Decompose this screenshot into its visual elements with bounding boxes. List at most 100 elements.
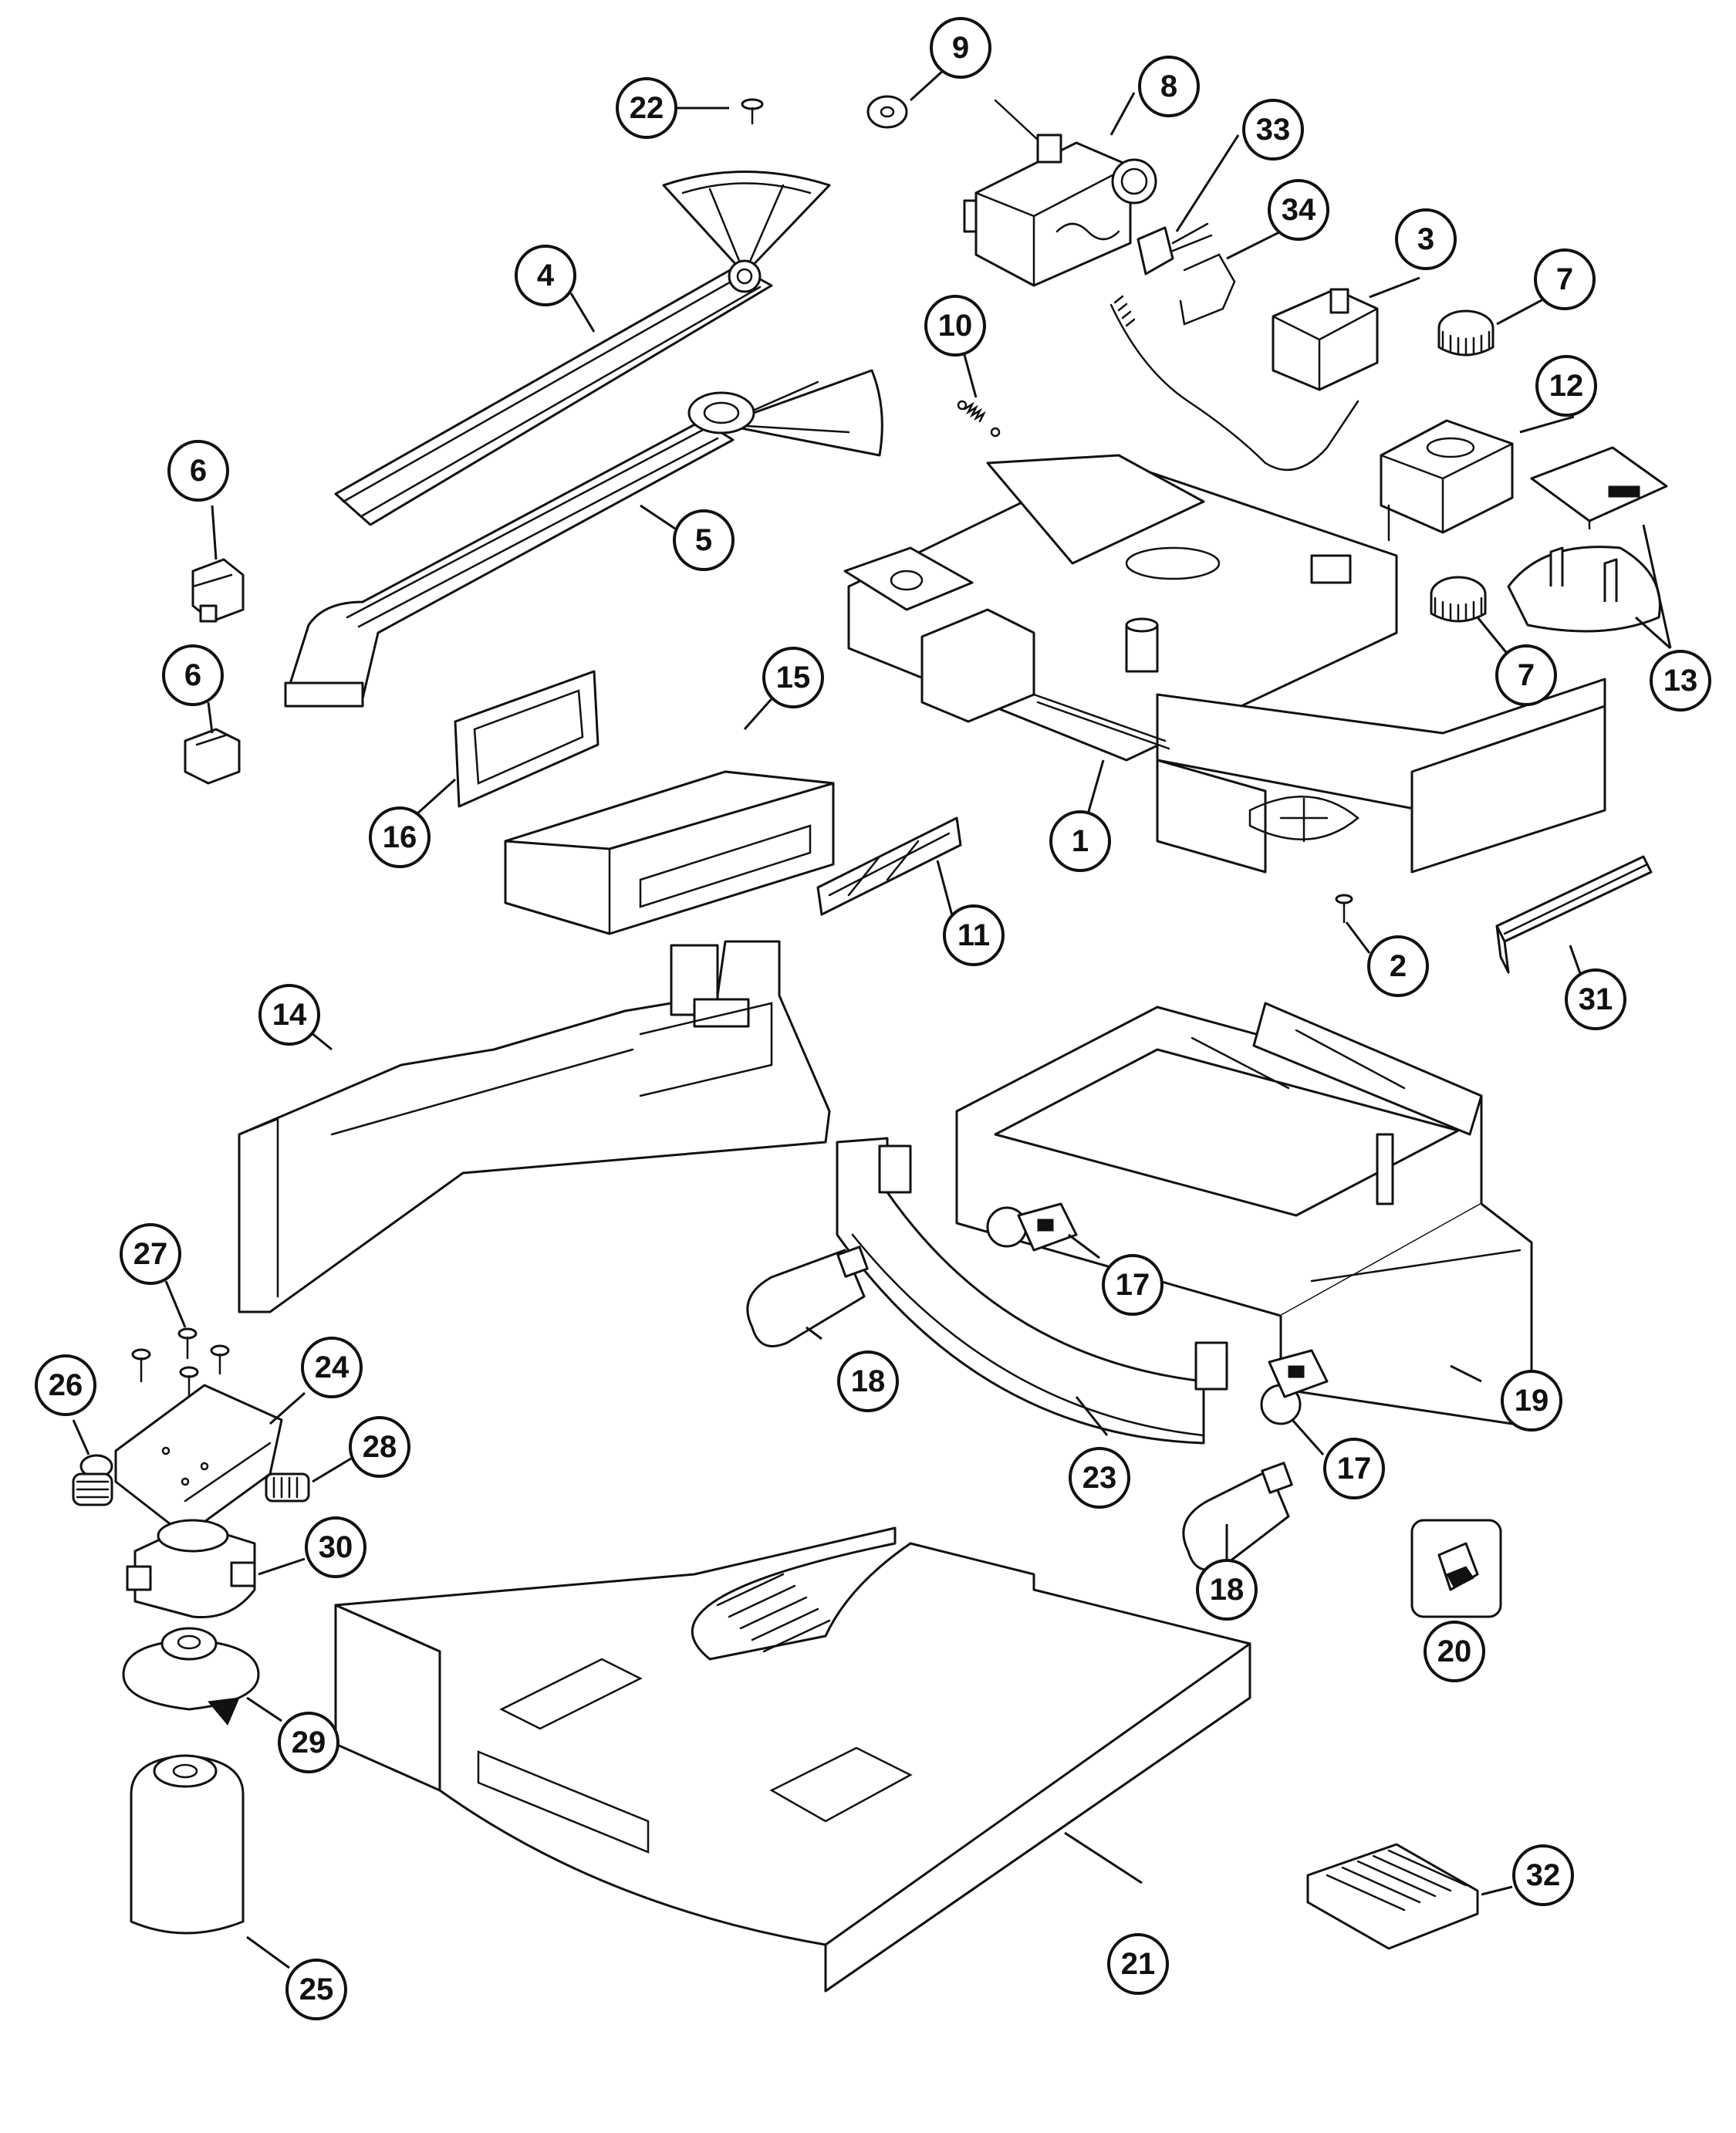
callout-7-lower-label: 7 <box>1518 658 1535 692</box>
callout-24: 24 <box>301 1337 363 1398</box>
part-5-arm <box>284 369 883 708</box>
callout-29: 29 <box>278 1712 339 1773</box>
callout-9: 9 <box>930 17 991 79</box>
callout-22-label: 22 <box>630 91 664 125</box>
part-32-grille <box>1306 1843 1479 1950</box>
callout-7-lower: 7 <box>1495 644 1557 706</box>
callout-30: 30 <box>305 1516 366 1578</box>
callout-34-label: 34 <box>1282 193 1316 227</box>
part-12-housing <box>1380 419 1514 542</box>
callout-7-upper: 7 <box>1534 248 1596 310</box>
callout-9-label: 9 <box>952 31 969 65</box>
callout-15: 15 <box>762 647 824 708</box>
part-26-fitting <box>72 1454 113 1506</box>
part-21-base <box>334 1526 1251 1993</box>
part-7-knob-upper <box>1437 309 1495 357</box>
part-3-control <box>1109 288 1379 472</box>
callout-10-label: 10 <box>938 309 973 343</box>
callout-6-upper: 6 <box>167 440 229 502</box>
callout-33-label: 33 <box>1256 113 1291 147</box>
part-22-screw <box>741 98 764 125</box>
part-18-bulb-upper <box>746 1246 869 1347</box>
callout-17-upper: 17 <box>1102 1254 1164 1316</box>
callout-5: 5 <box>673 509 735 571</box>
callout-21: 21 <box>1107 1933 1169 1995</box>
callout-25: 25 <box>285 1959 347 2020</box>
callout-12-label: 12 <box>1549 369 1584 403</box>
part-20-switch <box>1410 1519 1502 1618</box>
callout-32: 32 <box>1512 1844 1574 1906</box>
callout-2: 2 <box>1367 935 1429 997</box>
callout-2-label: 2 <box>1390 949 1407 983</box>
callout-14-label: 14 <box>272 998 307 1032</box>
callout-31: 31 <box>1565 968 1626 1030</box>
callout-5-label: 5 <box>695 523 712 557</box>
part-14-housing <box>238 940 831 1313</box>
callout-1-label: 1 <box>1072 824 1089 858</box>
callout-18-upper: 18 <box>837 1350 899 1412</box>
part-9-washer <box>866 95 908 129</box>
part-23-bezel <box>836 1137 1228 1445</box>
callout-8: 8 <box>1138 56 1200 117</box>
part-4-arm <box>334 171 831 526</box>
callout-24-label: 24 <box>315 1350 350 1384</box>
callout-25-label: 25 <box>299 1972 334 2006</box>
callout-28-label: 28 <box>363 1430 397 1464</box>
callout-33: 33 <box>1242 99 1304 161</box>
callout-27: 27 <box>120 1223 181 1285</box>
part-10-spring <box>957 400 1001 438</box>
part-16-frame <box>454 670 599 808</box>
part-2-screw <box>1335 894 1353 924</box>
callout-34: 34 <box>1268 179 1329 241</box>
callout-10: 10 <box>924 295 986 357</box>
callout-13: 13 <box>1650 650 1711 712</box>
callout-20-label: 20 <box>1437 1634 1472 1668</box>
callout-14: 14 <box>258 984 320 1046</box>
callout-6-upper-label: 6 <box>190 454 207 488</box>
part-25-cartridge <box>130 1754 245 1935</box>
callout-7-upper-label: 7 <box>1556 262 1573 296</box>
part-8-solenoid <box>963 99 1157 287</box>
part-28-fitting <box>265 1472 310 1503</box>
callout-23: 23 <box>1069 1447 1130 1509</box>
callout-6-lower-label: 6 <box>184 658 201 692</box>
callout-11-label: 11 <box>958 918 990 952</box>
callout-8-label: 8 <box>1160 69 1177 103</box>
part-17-socket-lower <box>1260 1349 1329 1425</box>
callout-22: 22 <box>616 77 677 139</box>
part-19-body <box>955 1002 1533 1425</box>
part-7-knob-lower <box>1430 576 1487 623</box>
part-6-clip-upper <box>191 558 245 623</box>
callout-19: 19 <box>1501 1370 1562 1432</box>
callout-23-label: 23 <box>1082 1461 1117 1495</box>
part-33-connector <box>1137 222 1213 275</box>
part-17-socket-upper <box>986 1202 1078 1252</box>
callout-26: 26 <box>35 1354 96 1416</box>
callout-28: 28 <box>349 1416 410 1478</box>
callout-16-label: 16 <box>383 820 417 854</box>
callout-6-lower: 6 <box>162 644 224 706</box>
callout-32-label: 32 <box>1526 1858 1561 1892</box>
callout-30-label: 30 <box>319 1530 353 1564</box>
callout-17-upper-label: 17 <box>1116 1268 1150 1302</box>
callout-27-label: 27 <box>133 1237 168 1271</box>
callout-31-label: 31 <box>1579 982 1613 1016</box>
part-13-board <box>1530 446 1668 530</box>
callout-18-lower-label: 18 <box>1210 1573 1245 1607</box>
part-27-screws <box>131 1327 230 1398</box>
callout-15-label: 15 <box>776 661 811 695</box>
part-18-bulb-lower <box>1182 1462 1293 1571</box>
callout-20: 20 <box>1424 1621 1485 1682</box>
callout-11: 11 <box>943 904 1005 966</box>
part-30-filter-head <box>126 1519 256 1619</box>
callout-29-label: 29 <box>292 1726 326 1759</box>
part-1-tray <box>843 454 1606 874</box>
callout-17-lower: 17 <box>1323 1438 1385 1499</box>
part-34-wire-bracket <box>1179 253 1236 326</box>
part-13-base <box>1507 546 1661 633</box>
callout-19-label: 19 <box>1515 1384 1549 1418</box>
callout-21-label: 21 <box>1121 1947 1156 1981</box>
callout-17-lower-label: 17 <box>1337 1452 1372 1486</box>
callout-4: 4 <box>515 245 576 306</box>
